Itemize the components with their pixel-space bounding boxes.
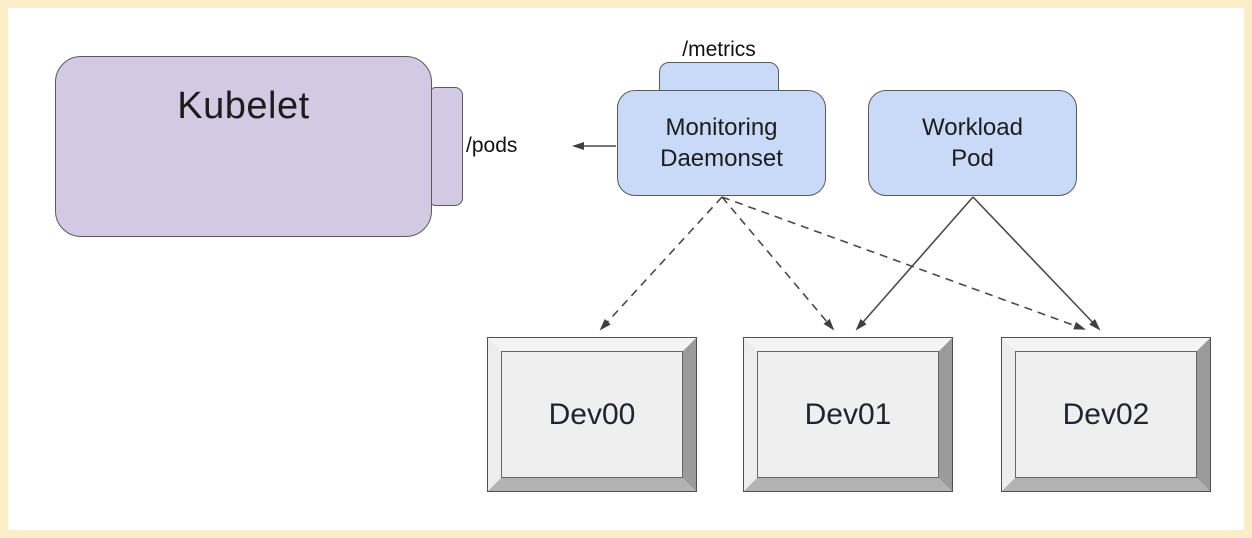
- device-label: Dev01: [804, 397, 892, 431]
- workload-pod-label-line1: Workload: [922, 114, 1023, 141]
- edge-workload-to-dev01: [855, 196, 974, 331]
- device-bevel: Dev02: [1001, 337, 1211, 492]
- edge-workload-to-dev02: [972, 196, 1101, 331]
- kubelet-node: Kubelet: [55, 56, 432, 237]
- workload-pod-label-line2: Pod: [951, 145, 994, 172]
- monitoring-daemonset-node: Monitoring Daemonset: [617, 90, 826, 196]
- kubelet-pods-endpoint-tab: [428, 87, 463, 206]
- edge-monitoring-to-dev01: [721, 196, 835, 331]
- device-face: Dev02: [1015, 351, 1197, 478]
- pods-endpoint-label: /pods: [466, 134, 518, 157]
- device-label: Dev02: [1062, 397, 1150, 431]
- kubelet-label: Kubelet: [177, 85, 310, 127]
- device-node-dev02: Dev02: [1001, 337, 1211, 492]
- monitoring-daemonset-label-line1: Monitoring: [665, 114, 778, 141]
- device-node-dev00: Dev00: [487, 337, 697, 492]
- edge-monitoring-to-dev00: [599, 196, 723, 331]
- device-bevel: Dev01: [743, 337, 953, 492]
- device-face: Dev01: [757, 351, 939, 478]
- device-face: Dev00: [501, 351, 683, 478]
- monitoring-daemonset-label-line2: Daemonset: [660, 145, 783, 172]
- metrics-endpoint-label: /metrics: [682, 38, 756, 61]
- edge-monitoring-to-dev02: [721, 196, 1086, 330]
- device-label: Dev00: [548, 397, 636, 431]
- device-node-dev01: Dev01: [743, 337, 953, 492]
- device-bevel: Dev00: [487, 337, 697, 492]
- workload-pod-node: Workload Pod: [868, 90, 1077, 196]
